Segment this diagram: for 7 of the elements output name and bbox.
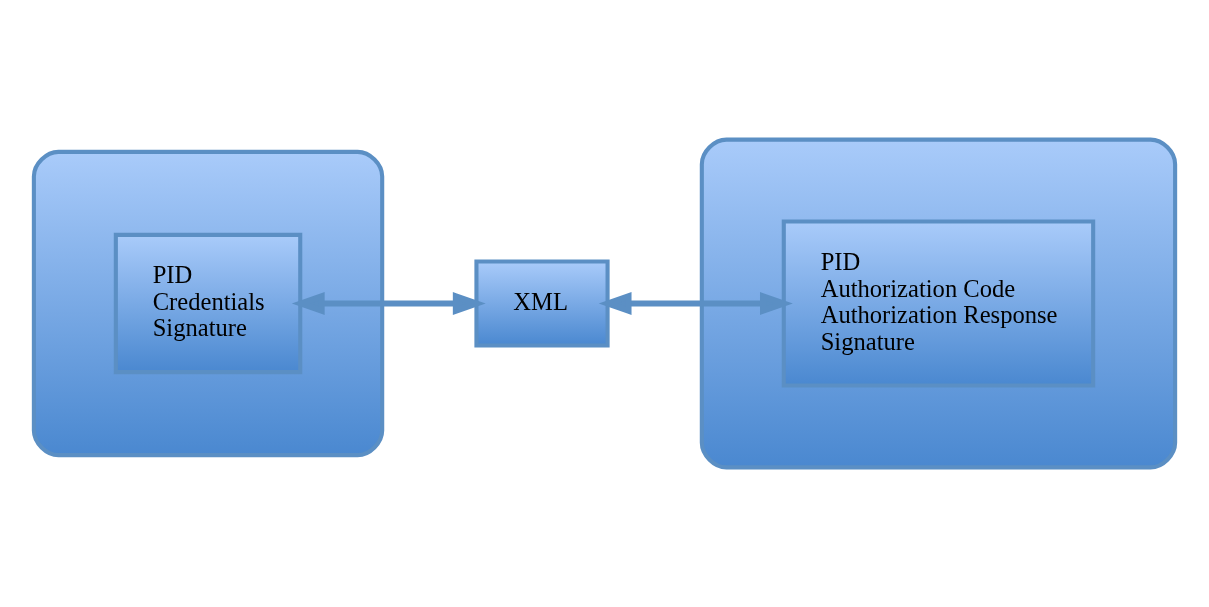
node-box: PID Authorization Code Authorization Response Signature <box>781 219 1096 388</box>
arrow <box>291 292 486 315</box>
node-box: XML <box>474 259 610 348</box>
cluster <box>699 137 1178 470</box>
node-box: PID Credentials Signature <box>113 232 303 375</box>
arrow <box>598 292 793 315</box>
cluster <box>31 149 385 458</box>
